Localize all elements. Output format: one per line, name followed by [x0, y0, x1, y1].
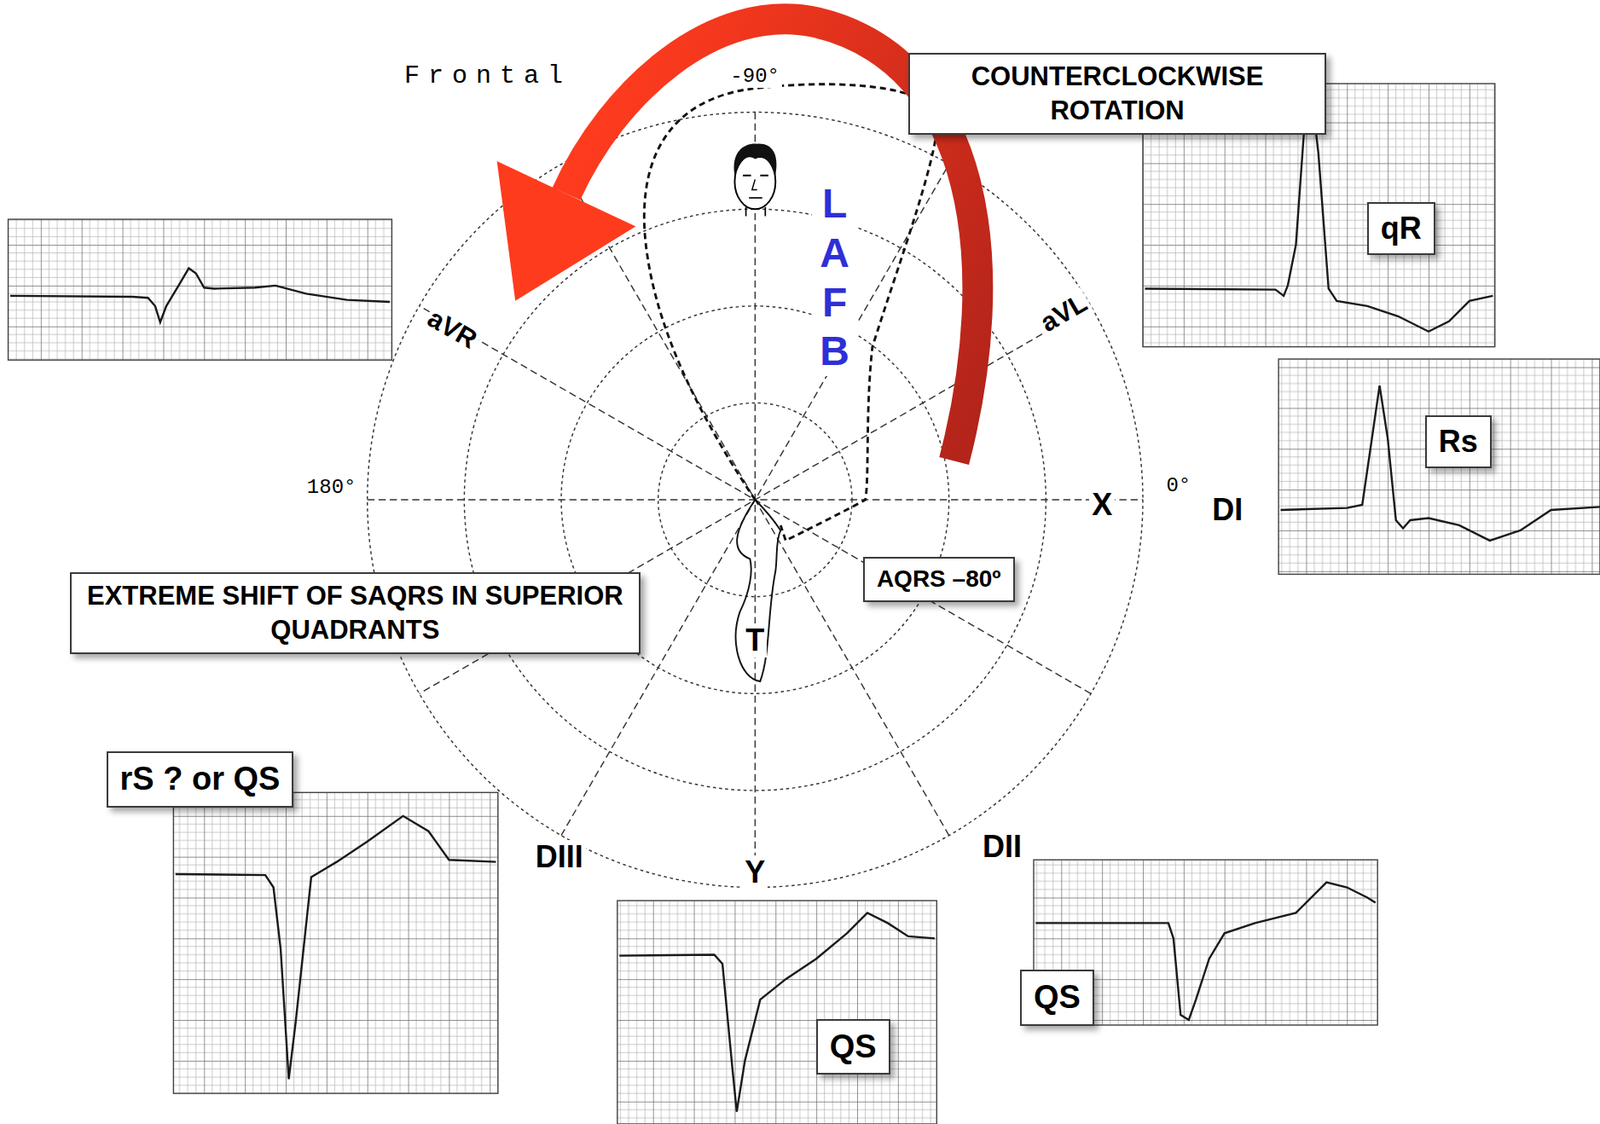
strip-grid: [8, 219, 393, 360]
strip-grid: [1278, 359, 1600, 574]
axis-label: aVL: [1033, 287, 1095, 340]
callout-text: QS: [1033, 976, 1081, 1019]
hair: [734, 144, 777, 176]
axis-label: 180°: [304, 476, 360, 499]
axis-label: aVR: [420, 302, 484, 357]
axis-label: 0°: [1163, 475, 1194, 498]
callout-box: QS: [1020, 969, 1095, 1026]
ecg-trace: [619, 912, 935, 1112]
callout-text: rS ? or QS: [120, 758, 281, 800]
callout-box: AQRS –80º: [863, 556, 1015, 602]
callout-box: rS ? or QS: [106, 751, 295, 807]
strip-grid: [617, 900, 937, 1124]
callout-text: COUNTERCLOCKWISE ROTATION: [921, 59, 1314, 129]
t-loop: [736, 499, 782, 682]
rotation-arrowhead: [497, 161, 637, 302]
eyes: [742, 174, 769, 177]
callout-box: Rs: [1425, 415, 1492, 470]
strip-ground: [617, 900, 937, 1124]
axis-label: DIII: [533, 840, 586, 875]
nose: [752, 179, 758, 190]
ecg-strip: [1278, 359, 1600, 574]
axis-label: X: [1089, 487, 1115, 522]
axis-label: Y: [742, 855, 768, 890]
strip-ground: [173, 792, 498, 1094]
callout-text: QS: [829, 1026, 877, 1068]
reference-circle: [367, 112, 1143, 888]
lead-axis: [561, 164, 950, 836]
neck: [746, 207, 766, 217]
callout-box: EXTREME SHIFT OF SAQRS IN SUPERIOR QUADR…: [69, 572, 641, 656]
callout-box: qR: [1367, 202, 1436, 256]
ecg-strip: [8, 219, 393, 360]
axis-label: DI: [1209, 492, 1246, 528]
callout-text: Rs: [1438, 422, 1479, 463]
callout-text: EXTREME SHIFT OF SAQRS IN SUPERIOR QUADR…: [83, 579, 627, 649]
strip-grid: [173, 792, 498, 1094]
ecg-trace: [175, 816, 497, 1080]
callout-box: QS: [816, 1019, 891, 1075]
qrs-loop: [643, 84, 938, 541]
axis-label: -90°: [727, 65, 783, 88]
mouth: [748, 197, 763, 199]
callout-text: qR: [1380, 208, 1422, 250]
axis-label: DII: [979, 829, 1025, 864]
axis-label: T: [742, 623, 767, 658]
block-label: LAFB: [811, 179, 858, 376]
head-icon: [734, 144, 777, 217]
ecg-strip: [173, 792, 498, 1094]
reference-circles: [367, 112, 1143, 888]
strip-ground: [8, 219, 393, 360]
axis-label: Frontal: [401, 62, 574, 91]
ecg-strip: [617, 900, 937, 1124]
lead-axes: [367, 112, 1143, 888]
callout-box: COUNTERCLOCKWISE ROTATION: [908, 52, 1328, 136]
lead-axis: [561, 164, 950, 836]
strip-ground: [1278, 359, 1600, 574]
ecg-trace: [1281, 385, 1600, 541]
ecg-trace: [10, 268, 390, 323]
callout-text: AQRS –80º: [876, 563, 1002, 595]
